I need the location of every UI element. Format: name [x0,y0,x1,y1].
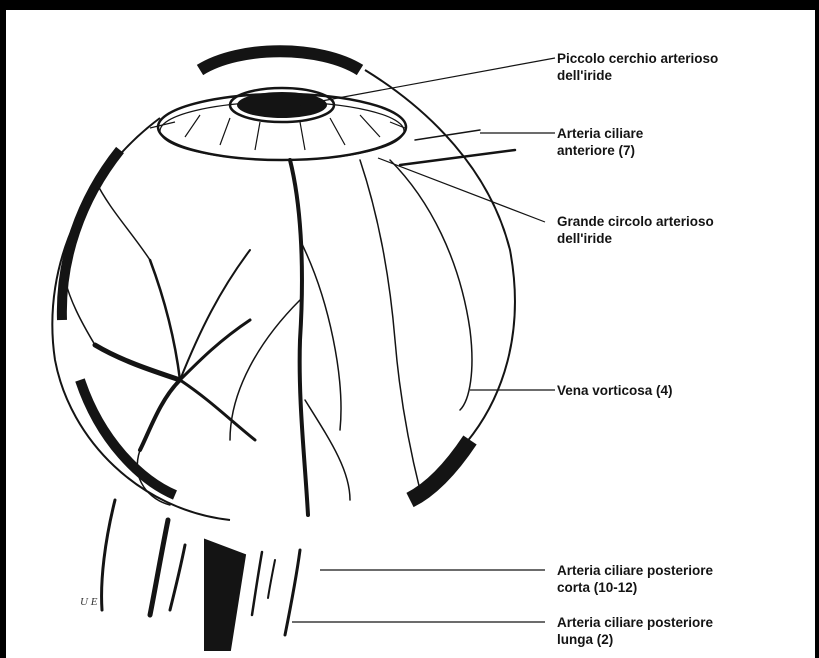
label-arteria-posteriore-corta: Arteria ciliare posteriore corta (10-12) [557,562,713,596]
label-grande-circolo: Grande circolo arterioso dell'iride [557,213,714,247]
label-line: Arteria ciliare posteriore [557,562,713,579]
label-line: Piccolo cerchio arterioso [557,50,718,67]
pupil [237,92,327,118]
label-arteria-posteriore-lunga: Arteria ciliare posteriore lunga (2) [557,614,713,648]
label-line: Grande circolo arterioso [557,213,714,230]
label-line: Arteria ciliare [557,125,643,142]
label-arteria-ciliare-anteriore: Arteria ciliare anteriore (7) [557,125,643,159]
optic-nerve [102,500,300,650]
label-piccolo-cerchio: Piccolo cerchio arterioso dell'iride [557,50,718,84]
label-vena-vorticosa: Vena vorticosa (4) [557,382,673,399]
artist-initials: U E [80,596,97,608]
label-line: Arteria ciliare posteriore [557,614,713,631]
label-line: dell'iride [557,230,714,247]
label-line: lunga (2) [557,631,713,648]
label-line: Vena vorticosa (4) [557,382,673,399]
label-line: dell'iride [557,67,718,84]
leader-lines [292,58,555,622]
label-line: corta (10-12) [557,579,713,596]
label-line: anteriore (7) [557,142,643,159]
